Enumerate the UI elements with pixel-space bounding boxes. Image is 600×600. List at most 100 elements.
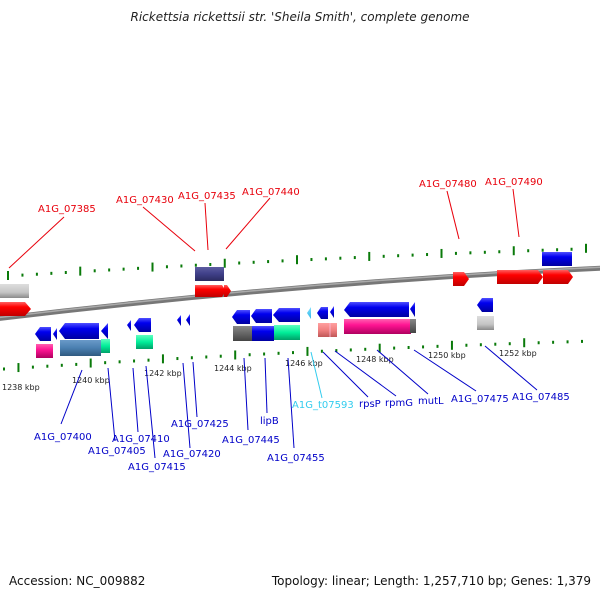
callout-line [182, 362, 191, 449]
feature-red-A1G_07430[interactable] [195, 285, 226, 297]
feature-steel[interactable] [60, 340, 101, 356]
minor-tick [469, 251, 472, 255]
feature-blue-fwd[interactable] [542, 252, 572, 266]
minor-tick [205, 355, 208, 359]
feature-blue-A1G_07475[interactable] [410, 302, 415, 317]
callout-line [484, 345, 538, 391]
feature-blue-A1G_07415[interactable] [127, 320, 131, 331]
map-title: Rickettsia rickettsii str. 'Sheila Smith… [130, 10, 470, 24]
feature-blue-A1G_07425b[interactable] [186, 314, 190, 326]
feature-mint-2[interactable] [136, 335, 153, 349]
reverse-tick-track [3, 338, 583, 373]
forward-features [0, 252, 573, 316]
minor-tick [320, 349, 323, 353]
minor-tick [281, 259, 284, 263]
feature-pink-long[interactable] [344, 319, 411, 334]
feature-blue-A1G_07445b[interactable] [251, 309, 272, 323]
major-tick [450, 340, 453, 350]
feature-mint-1[interactable] [101, 339, 110, 353]
minor-tick [252, 260, 255, 264]
minor-tick [209, 262, 212, 266]
minor-tick [31, 365, 34, 369]
feature-blue-rpsP[interactable] [317, 307, 328, 319]
feature-dark-end[interactable] [410, 319, 416, 333]
gene-label[interactable]: A1G_07480 [419, 179, 477, 190]
feature-navy-A1G_07435[interactable] [195, 267, 224, 281]
feature-blue-A1G_07445a[interactable] [232, 310, 250, 324]
gene-label[interactable]: A1G_07425 [171, 419, 229, 430]
gene-label[interactable]: rpsP [359, 399, 381, 410]
gene-label[interactable]: A1G_07490 [485, 177, 543, 188]
feature-blue-A1G_07405[interactable] [53, 328, 57, 340]
kbp-label: 1238 kbp [2, 383, 40, 392]
gene-label[interactable]: A1G_t07593 [292, 400, 354, 411]
callout-line [107, 367, 116, 442]
gene-label[interactable]: A1G_07440 [242, 187, 300, 198]
minor-tick [133, 359, 136, 363]
feature-blue-A1G_07400[interactable] [35, 327, 51, 341]
gene-label[interactable]: A1G_07455 [267, 453, 325, 464]
major-tick [223, 258, 226, 268]
gene-label[interactable]: A1G_07385 [38, 204, 96, 215]
feature-blue-A1G_07410[interactable] [59, 323, 99, 339]
gene-label[interactable]: A1G_07445 [222, 435, 280, 446]
feature-trna-A1G_t07593[interactable] [307, 307, 311, 319]
gene-label[interactable]: A1G_07475 [451, 394, 509, 405]
feature-gray-fwd[interactable] [0, 284, 29, 298]
feature-dark[interactable] [233, 326, 252, 341]
gene-label[interactable]: mutL [418, 396, 444, 407]
gene-label[interactable]: A1G_07435 [178, 191, 236, 202]
minor-tick [75, 362, 78, 366]
feature-blue-lipB[interactable] [273, 308, 300, 322]
major-tick [17, 363, 20, 373]
genome-summary: Topology: linear; Length: 1,257,710 bp; … [271, 574, 591, 588]
feature-blue-A1G_07410b[interactable] [101, 323, 108, 339]
feature-red-A1G_07490a[interactable] [497, 270, 543, 284]
feature-pink[interactable] [36, 344, 53, 358]
feature-mint-3[interactable] [274, 325, 300, 340]
minor-tick [479, 343, 482, 347]
minor-tick [137, 266, 140, 270]
kbp-label: 1248 kbp [356, 355, 394, 364]
feature-blue-A1G_07420[interactable] [134, 318, 151, 332]
minor-tick [393, 346, 396, 350]
minor-tick [238, 261, 241, 265]
minor-tick [21, 273, 24, 277]
major-tick [378, 343, 381, 353]
minor-tick [219, 354, 222, 358]
minor-tick [180, 264, 183, 268]
callout-line [204, 202, 209, 251]
minor-tick [147, 358, 150, 362]
feature-gray-A1G_07485[interactable] [477, 316, 494, 330]
feature-blue-A1G_07485[interactable] [477, 298, 493, 312]
feature-salmon[interactable] [318, 323, 337, 337]
gene-label[interactable]: A1G_07400 [34, 432, 92, 443]
gene-label[interactable]: A1G_07410 [112, 434, 170, 445]
minor-tick [104, 361, 107, 365]
feature-red-A1G_07480[interactable] [453, 272, 469, 286]
major-tick [79, 266, 82, 276]
major-tick [523, 338, 526, 348]
gene-label[interactable]: rpmG [385, 398, 413, 409]
feature-red-A1G_07385[interactable] [0, 302, 31, 316]
gene-label[interactable]: A1G_07430 [116, 195, 174, 206]
feature-blue-box[interactable] [252, 326, 274, 341]
minor-tick [411, 253, 414, 257]
gene-label[interactable]: A1G_07420 [163, 449, 221, 460]
feature-blue-rpmG[interactable] [330, 306, 334, 318]
callout-line [287, 357, 295, 449]
gene-label[interactable]: A1G_07415 [128, 462, 186, 473]
major-tick [234, 350, 237, 360]
minor-tick [118, 360, 121, 364]
major-tick [89, 358, 92, 368]
minor-tick [60, 363, 63, 367]
feature-red-A1G_07490b[interactable] [543, 270, 573, 284]
callout-line [264, 357, 268, 414]
gene-label[interactable]: lipB [260, 416, 279, 427]
gene-label[interactable]: A1G_07485 [512, 392, 570, 403]
feature-blue-A1G_07425a[interactable] [177, 315, 181, 326]
major-tick [368, 251, 371, 261]
feature-red-A1G_07440[interactable] [224, 285, 231, 297]
gene-label[interactable]: A1G_07405 [88, 446, 146, 457]
feature-blue-mutL[interactable] [344, 302, 409, 317]
